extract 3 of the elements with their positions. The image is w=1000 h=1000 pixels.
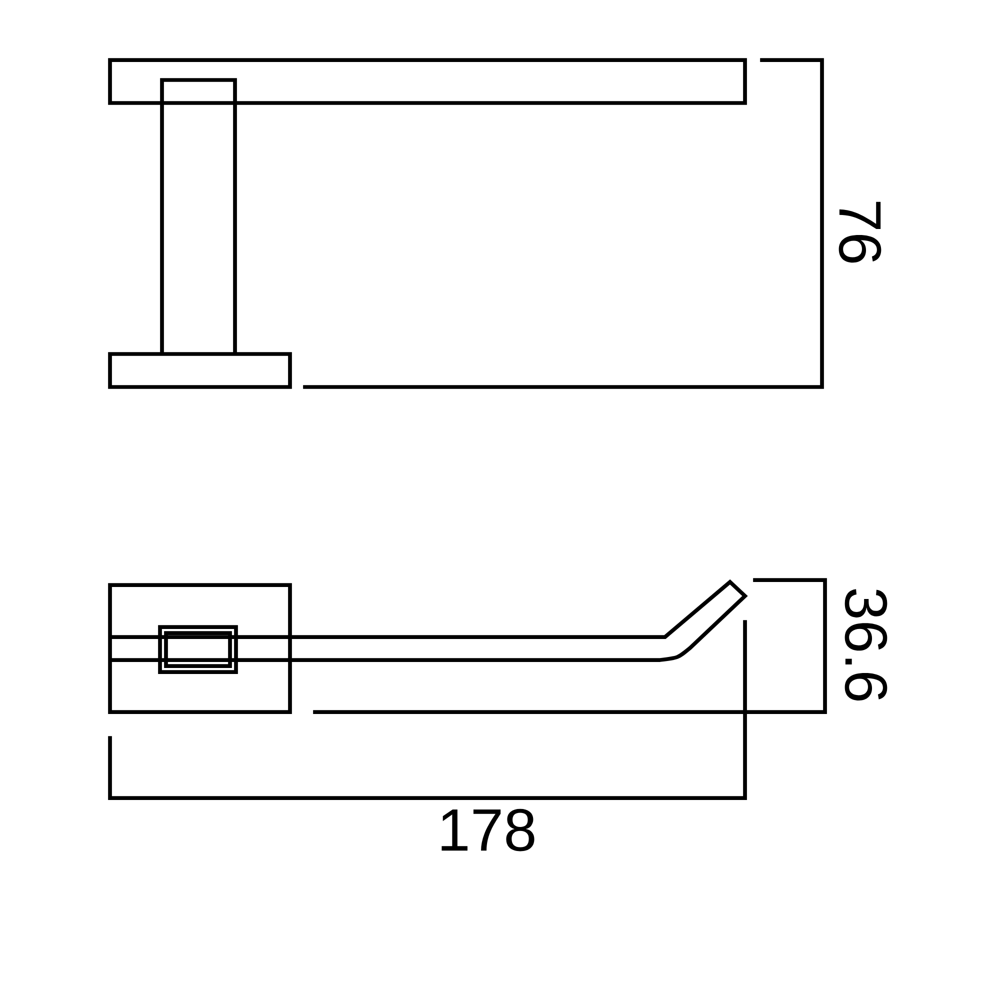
dimension-label: 178 <box>442 808 534 852</box>
dimension-label: 36.6 <box>844 589 888 701</box>
dimension-label: 76 <box>838 202 882 263</box>
